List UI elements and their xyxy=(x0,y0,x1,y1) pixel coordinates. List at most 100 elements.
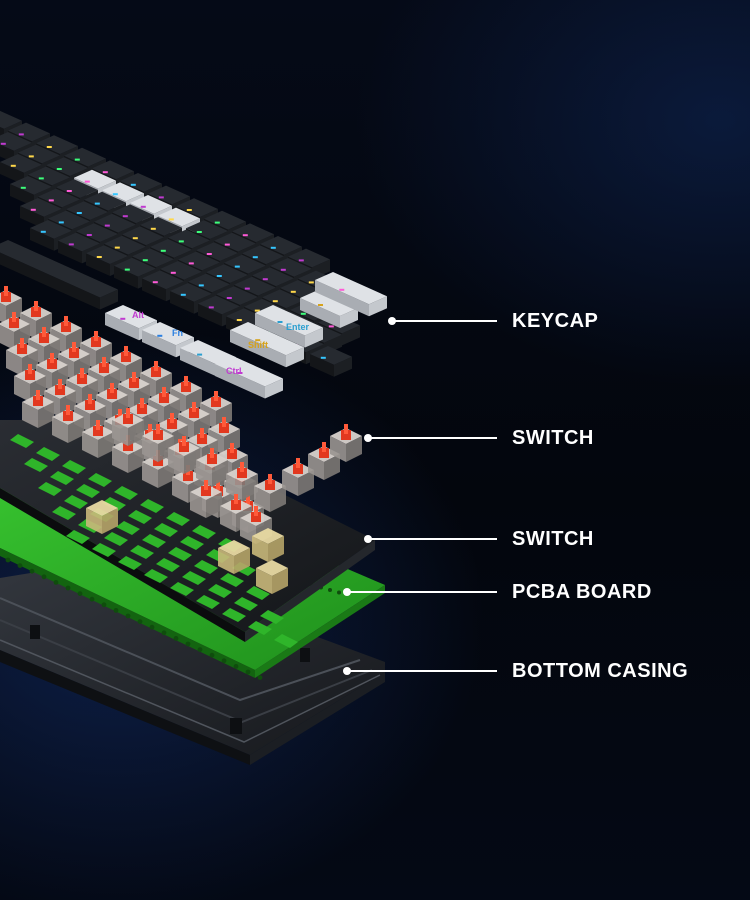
keycap xyxy=(300,290,358,328)
pcba-label: PCBA BOARD xyxy=(512,581,652,603)
switch xyxy=(52,405,84,443)
pcb-hole xyxy=(197,647,203,652)
plate-hole xyxy=(104,532,128,546)
switch xyxy=(86,500,118,534)
plate-hole xyxy=(92,543,116,557)
switch-label: SWITCH xyxy=(512,427,594,449)
plate-callout-dot xyxy=(364,535,372,543)
bottom-casing-label: BOTTOM CASING xyxy=(512,660,689,682)
pcb-hole xyxy=(65,585,71,591)
keycap-callout-dot xyxy=(388,317,396,325)
pcb-hole xyxy=(209,652,215,658)
plate-hole xyxy=(38,482,62,496)
keycap xyxy=(0,240,118,310)
plate-hole xyxy=(118,556,142,570)
pcba-callout-dot xyxy=(343,588,351,596)
plate-hole xyxy=(170,582,194,596)
switch xyxy=(282,458,314,496)
switch xyxy=(0,286,22,324)
keycap xyxy=(315,272,387,317)
legend-ctrl: Ctrl xyxy=(226,366,242,376)
plate-hole xyxy=(144,569,168,583)
pcb-hole xyxy=(17,563,23,568)
callout-lines xyxy=(343,317,497,675)
plate-hole xyxy=(166,512,190,526)
legend-enter: Enter xyxy=(286,322,310,332)
plate-hole xyxy=(142,534,166,548)
pcb-hole xyxy=(101,602,107,608)
pcb-hole xyxy=(113,608,119,613)
plate-hole xyxy=(234,597,258,611)
switch xyxy=(0,312,30,350)
plate-hole xyxy=(36,447,60,461)
switch xyxy=(82,420,114,458)
plate-hole xyxy=(64,495,88,509)
pcb-hole xyxy=(5,557,11,563)
switch xyxy=(58,342,90,380)
plate-hole xyxy=(50,471,74,485)
plate-hole xyxy=(52,506,76,520)
pcb-hole xyxy=(173,636,179,641)
pcb-hole xyxy=(125,613,131,619)
plate-hole xyxy=(116,521,140,535)
switch-callout-dot xyxy=(364,434,372,442)
keycap xyxy=(310,346,352,377)
keycap-label: KEYCAP xyxy=(512,310,599,332)
legend-alt: Alt xyxy=(132,310,144,320)
switch-layer xyxy=(0,286,362,594)
legend-shift: Shift xyxy=(248,340,268,350)
plate-hole xyxy=(102,497,126,511)
switch xyxy=(196,448,228,486)
plate-hole xyxy=(182,571,206,585)
switch xyxy=(112,408,144,446)
pcb-hole xyxy=(337,590,341,595)
plate-hole xyxy=(62,460,86,474)
switch xyxy=(190,480,222,518)
pcb-hole xyxy=(77,591,83,596)
keycap-legends: Alt Fn Shift Ctrl Enter xyxy=(132,310,310,376)
plate-hole xyxy=(208,584,232,598)
plate-hole xyxy=(180,536,204,550)
keycap xyxy=(215,356,283,399)
switch xyxy=(14,364,46,402)
plate-hole xyxy=(274,634,298,648)
plate-hole xyxy=(10,434,34,448)
bottom-callout-dot xyxy=(343,667,351,675)
plate-hole xyxy=(76,484,100,498)
switch xyxy=(168,436,200,474)
switch xyxy=(22,390,54,428)
plate-hole xyxy=(220,573,244,587)
plate-hole xyxy=(260,610,284,624)
pcb-hole xyxy=(29,568,35,574)
pcb-hole xyxy=(185,641,191,647)
plate-hole xyxy=(140,499,164,513)
plate-hole xyxy=(194,560,218,574)
keycap xyxy=(255,305,323,348)
plate-hole xyxy=(196,595,220,609)
plate-hole xyxy=(128,510,152,524)
pcb-hole xyxy=(53,580,59,585)
plate-hole xyxy=(24,458,48,472)
switch xyxy=(218,540,250,574)
plate-hole xyxy=(156,558,180,572)
pcb-hole xyxy=(221,658,227,664)
pcb-hole xyxy=(328,588,332,592)
pcb-hole xyxy=(245,669,251,675)
pcb-hole xyxy=(161,630,167,636)
keycap-layer xyxy=(0,110,387,399)
plate-hole xyxy=(246,586,270,600)
switch xyxy=(226,462,258,500)
pcb-hole xyxy=(149,624,155,630)
pcb-hole xyxy=(41,574,47,580)
switch xyxy=(252,528,284,562)
bottom-casing xyxy=(0,560,385,765)
switch xyxy=(330,424,362,462)
keycap xyxy=(230,322,304,368)
plate-hole xyxy=(130,545,154,559)
plate-hole xyxy=(66,530,90,544)
plate-hole xyxy=(222,608,246,622)
plate-hole xyxy=(192,525,216,539)
pcb-hole xyxy=(233,664,239,669)
